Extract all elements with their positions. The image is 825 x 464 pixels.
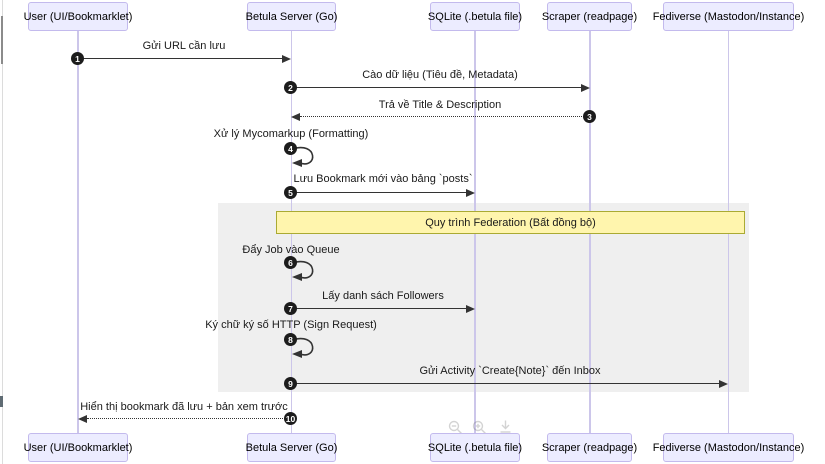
message-7-line [291,308,466,309]
message-1-label: Gửi URL cần lưu [142,40,226,52]
lifeline-user [77,31,79,434]
message-2-arrowhead-icon [581,84,590,92]
actor-sqlite-top: SQLite (.betula file) [427,2,523,31]
actor-sqlite-label: SQLite (.betula file) [427,10,523,23]
actor-user-bottom: User (UI/Bookmarklet) [24,433,132,462]
message-5-arrowhead-icon [466,189,475,197]
message-2-line [291,87,581,88]
seq-number-3: 3 [583,110,596,123]
actor-fediverse-label-bottom: Fediverse (Mastodon/Instance) [652,441,805,454]
message-8-selfloop [291,337,314,358]
message-4-selfloop [291,146,314,167]
actor-betula-server-label: Betula Server (Go) [245,10,338,23]
federation-note-label: Quy trình Federation (Bất đồng bộ) [425,216,596,229]
actor-fediverse-label: Fediverse (Mastodon/Instance) [652,10,805,23]
download-icon[interactable] [498,419,513,434]
message-6-label: Đẩy Job vào Queue [242,244,340,256]
actor-sqlite-bottom: SQLite (.betula file) [427,433,523,462]
seq-number-4: 4 [284,142,297,155]
message-9-label: Gửi Activity `Create{Note}` đến Inbox [419,365,601,377]
federation-region [218,203,749,392]
seq-number-2: 2 [284,81,297,94]
actor-user-label: User (UI/Bookmarklet) [23,10,133,23]
message-7-label: Lấy danh sách Followers [322,290,444,302]
seq-number-5: 5 [284,186,297,199]
actor-scraper-top: Scraper (readpage) [542,2,637,31]
actor-scraper-label-bottom: Scraper (readpage) [541,441,638,454]
federation-note: Quy trình Federation (Bất đồng bộ) [276,211,745,234]
message-10-line [87,418,291,419]
message-6-selfloop [291,260,314,281]
left-scrollbar-thumb[interactable] [1,16,3,64]
message-7-arrowhead-icon [466,305,475,313]
message-3-line [300,116,590,117]
message-3-arrowhead-icon [291,113,300,121]
message-3-label: Trả về Title & Description [378,99,502,111]
actor-betula-server-top: Betula Server (Go) [245,2,338,31]
seq-number-7: 7 [284,302,297,315]
message-2-label: Cào dữ liệu (Tiêu đề, Metadata) [362,69,518,81]
message-10-arrowhead-icon [78,415,87,423]
left-scrollbar-mark [0,396,3,407]
message-10-label: Hiển thị bookmark đã lưu + bản xem trước [80,401,288,413]
actor-betula-server-bottom: Betula Server (Go) [245,433,338,462]
message-5-label: Lưu Bookmark mới vào bảng `posts` [293,173,473,185]
seq-number-10: 10 [284,412,297,425]
message-9-line [291,383,719,384]
left-scrollbar-track[interactable] [2,0,3,464]
actor-scraper-label: Scraper (readpage) [541,10,638,23]
actor-scraper-bottom: Scraper (readpage) [542,433,637,462]
actor-user-top: User (UI/Bookmarklet) [24,2,132,31]
seq-number-9: 9 [284,377,297,390]
actor-betula-server-label-bottom: Betula Server (Go) [245,441,338,454]
seq-number-1: 1 [71,52,84,65]
zoom-out-icon[interactable] [448,420,463,435]
actor-user-label-bottom: User (UI/Bookmarklet) [23,441,133,454]
seq-number-8: 8 [284,333,297,346]
seq-number-6: 6 [284,256,297,269]
zoom-in-icon[interactable] [472,420,487,435]
actor-fediverse-bottom: Fediverse (Mastodon/Instance) [653,433,804,462]
message-8-label: Ký chữ ký số HTTP (Sign Request) [205,319,377,331]
message-4-label: Xử lý Mycomarkup (Formatting) [213,128,369,140]
message-1-arrowhead-icon [282,55,291,63]
actor-fediverse-top: Fediverse (Mastodon/Instance) [653,2,804,31]
message-9-arrowhead-icon [719,380,728,388]
message-1-line [78,58,282,59]
message-5-line [291,192,466,193]
actor-sqlite-label-bottom: SQLite (.betula file) [427,441,523,454]
